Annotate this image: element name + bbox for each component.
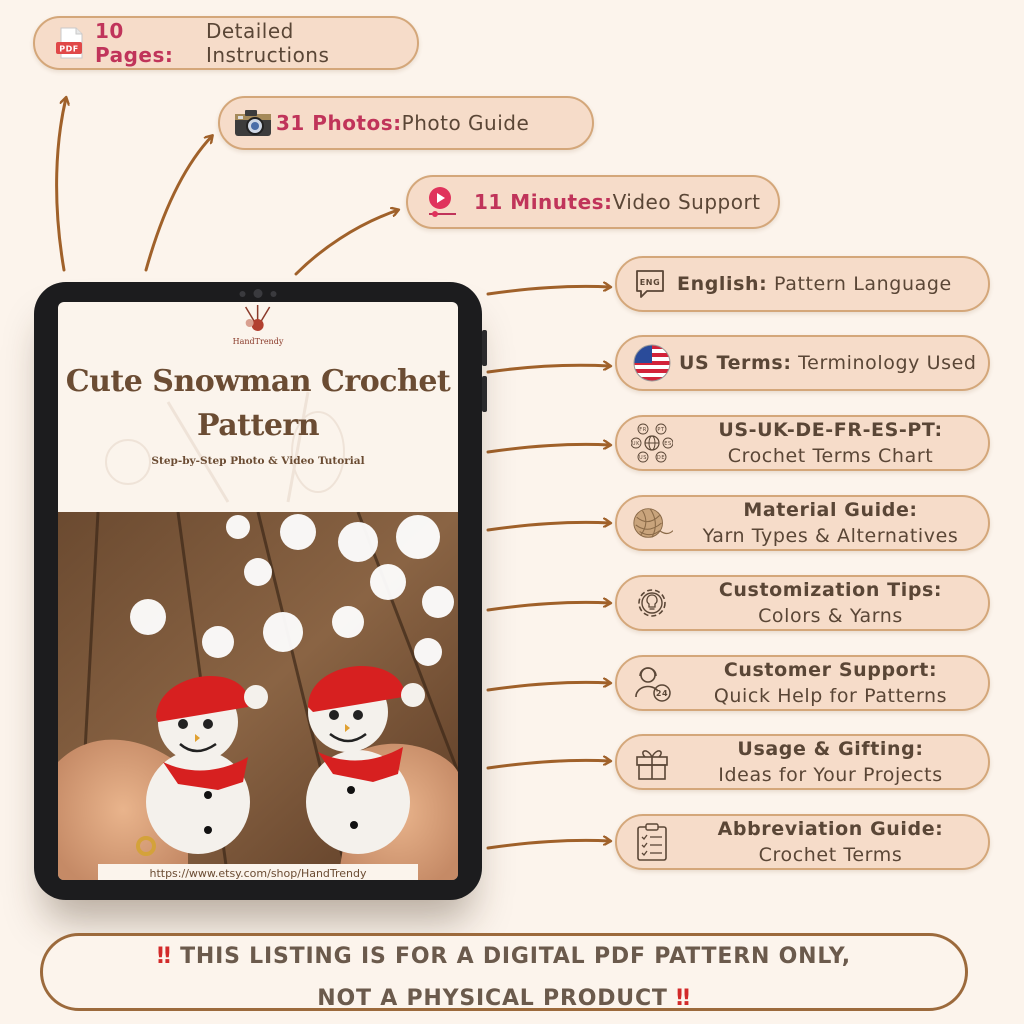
pattern-cover: HandTrendy Cute Snowman Crochet Pattern … (58, 302, 458, 880)
arrow-to-terms-chart (486, 444, 610, 454)
photos-count: 31 Photos: (276, 111, 402, 135)
snowman-photo-image (58, 512, 458, 880)
abbreviation-value: Crochet Terms (758, 844, 903, 866)
svg-text:DE: DE (657, 455, 665, 461)
eng-speech-icon: ENG (631, 267, 669, 301)
abbreviation-label: Abbreviation Guide: (717, 818, 944, 840)
customization-value: Colors & Yarns (758, 605, 903, 627)
support-24-icon: 24 (631, 663, 673, 703)
feature-material-pill: Material Guide: Yarn Types & Alternatives (615, 495, 990, 551)
cover-title-line2: Pattern (196, 408, 320, 443)
svg-text:FR: FR (639, 427, 647, 433)
arrow-to-us-terms (486, 365, 610, 374)
feature-photos-pill: 31 Photos: Photo Guide (218, 96, 594, 150)
customization-label: Customization Tips: (718, 579, 943, 601)
tablet-side-button (482, 376, 487, 412)
notice-line2: NOT A PHYSICAL PRODUCT (317, 986, 668, 1011)
feature-support-pill: 24 Customer Support: Quick Help for Patte… (615, 655, 990, 711)
yarn-ball-icon (631, 503, 673, 543)
cover-header: HandTrendy Cute Snowman Crochet Pattern … (58, 302, 458, 512)
support-label: Customer Support: (723, 659, 938, 681)
video-play-icon (424, 185, 460, 219)
terms-chart-label: US-UK-DE-FR-ES-PT: (718, 419, 943, 441)
arrow-to-material (486, 522, 610, 532)
shop-url: https://www.etsy.com/shop/HandTrendy (98, 864, 418, 880)
feature-gifting-pill: Usage & Gifting: Ideas for Your Projects (615, 734, 990, 790)
arrow-to-video (294, 210, 398, 276)
language-value: Pattern Language (767, 273, 952, 295)
video-length: 11 Minutes: (474, 190, 613, 214)
gift-icon (631, 743, 673, 781)
pdf-icon: PDF (51, 26, 91, 60)
language-label: English: (677, 273, 768, 295)
tablet-camera (239, 289, 277, 298)
cover-subtitle: Step-by-Step Photo & Video Tutorial (151, 455, 365, 467)
arrow-to-gifting (486, 760, 610, 770)
arrow-to-pages (55, 98, 66, 272)
brand-logo: HandTrendy (232, 305, 284, 346)
arrow-to-english (486, 286, 610, 296)
gear-bulb-icon (631, 584, 673, 622)
support-value: Quick Help for Patterns (713, 685, 948, 707)
tablet-side-button (482, 330, 487, 366)
gifting-value: Ideas for Your Projects (718, 764, 943, 786)
digital-notice-banner: ‼ THIS LISTING IS FOR A DIGITAL PDF PATT… (40, 933, 968, 1011)
material-value: Yarn Types & Alternatives (702, 525, 959, 547)
brand-name: HandTrendy (232, 337, 284, 346)
alert-icon: ‼ (157, 944, 172, 969)
tablet-mockup: HandTrendy Cute Snowman Crochet Pattern … (34, 282, 487, 900)
svg-text:UK: UK (632, 441, 640, 447)
arrow-to-support (486, 682, 610, 692)
alert-icon: ‼ (676, 986, 691, 1011)
pages-desc: Detailed Instructions (205, 19, 330, 67)
photos-desc: Photo Guide (401, 111, 530, 135)
cover-title: Cute Snowman Crochet Pattern (58, 360, 458, 448)
terms-label: US Terms: (679, 352, 792, 374)
pages-count: 10 Pages: (95, 19, 174, 67)
svg-text:PT: PT (657, 427, 665, 433)
svg-text:24: 24 (656, 689, 668, 698)
feature-terms-chart-pill: FR PT UK ES US DE US-UK-DE-FR-ES-PT: Croc… (615, 415, 990, 471)
cover-title-line1: Cute Snowman Crochet (65, 364, 451, 399)
arrow-to-abbreviation (486, 840, 610, 850)
yarn-watermark (105, 391, 345, 503)
feature-terms-pill: US Terms: Terminology Used (615, 335, 990, 391)
pdf-icon-label: PDF (59, 45, 78, 54)
eng-icon-label: ENG (640, 278, 661, 287)
arrow-to-photos (144, 136, 212, 272)
notice-line1: THIS LISTING IS FOR A DIGITAL PDF PATTER… (180, 944, 851, 969)
globe-languages-icon: FR PT UK ES US DE (631, 423, 673, 463)
terms-chart-value: Crochet Terms Chart (727, 445, 934, 467)
snowman-photo: https://www.etsy.com/shop/HandTrendy (58, 512, 458, 880)
feature-pages-pill: PDF 10 Pages: Detailed Instructions (33, 16, 419, 70)
feature-customization-pill: Customization Tips: Colors & Yarns (615, 575, 990, 631)
gifting-label: Usage & Gifting: (737, 738, 924, 760)
camera-icon (232, 108, 274, 138)
video-desc: Video Support (612, 190, 761, 214)
arrow-to-customization (486, 602, 610, 612)
us-flag-icon (631, 343, 673, 383)
feature-abbreviation-pill: Abbreviation Guide: Crochet Terms (615, 814, 990, 870)
clipboard-checklist-icon (631, 822, 673, 862)
feature-video-pill: 11 Minutes:Video Support (406, 175, 780, 229)
svg-text:ES: ES (664, 441, 672, 447)
feature-language-pill: ENG English: Pattern Language (615, 256, 990, 312)
svg-text:US: US (639, 455, 647, 461)
terms-value: Terminology Used (791, 352, 977, 374)
material-label: Material Guide: (743, 499, 918, 521)
yarn-hooks-logo-icon (245, 305, 271, 331)
